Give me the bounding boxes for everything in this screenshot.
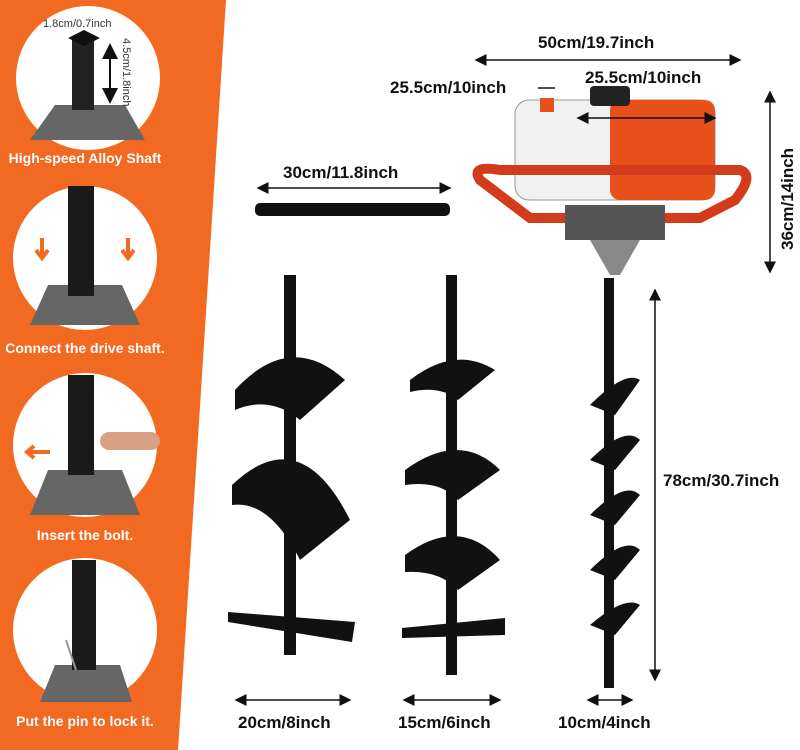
step-circle-2: [13, 186, 157, 330]
extension-rod: [255, 203, 450, 216]
engine: [472, 86, 752, 275]
step-caption-4: Put the pin to lock it.: [16, 713, 154, 729]
auger-bit-medium: [402, 275, 505, 675]
bit-small-label: 10cm/4inch: [558, 713, 651, 732]
bit-large-label: 20cm/8inch: [238, 713, 331, 732]
auger-bit-small: [590, 278, 640, 688]
extension-length-label: 30cm/11.8inch: [283, 163, 399, 182]
bit-medium-label: 15cm/6inch: [398, 713, 491, 732]
engine-height-label: 36cm/14inch: [778, 147, 797, 250]
step-circle-4: [13, 558, 157, 702]
engine-width-label: 25.5cm/10inch: [585, 68, 702, 87]
bit-length-label: 78cm/30.7inch: [663, 471, 780, 490]
shaft-height-label: 4.5cm/1.8inch: [120, 38, 132, 107]
orange-side-panel: [0, 0, 226, 750]
overall-width-label: 50cm/19.7inch: [538, 33, 655, 52]
tank-width-label: 25.5cm/10inch: [390, 78, 507, 97]
step-caption-1: High-speed Alloy Shaft: [8, 150, 162, 166]
step-circle-3: [13, 373, 160, 517]
step-caption-2: Connect the drive shaft.: [5, 340, 165, 356]
auger-bit-large: [228, 275, 355, 655]
step-circle-1: [16, 6, 160, 150]
step-caption-3: Insert the bolt.: [36, 527, 134, 543]
shaft-width-label: 1.8cm/0.7inch: [43, 18, 112, 30]
